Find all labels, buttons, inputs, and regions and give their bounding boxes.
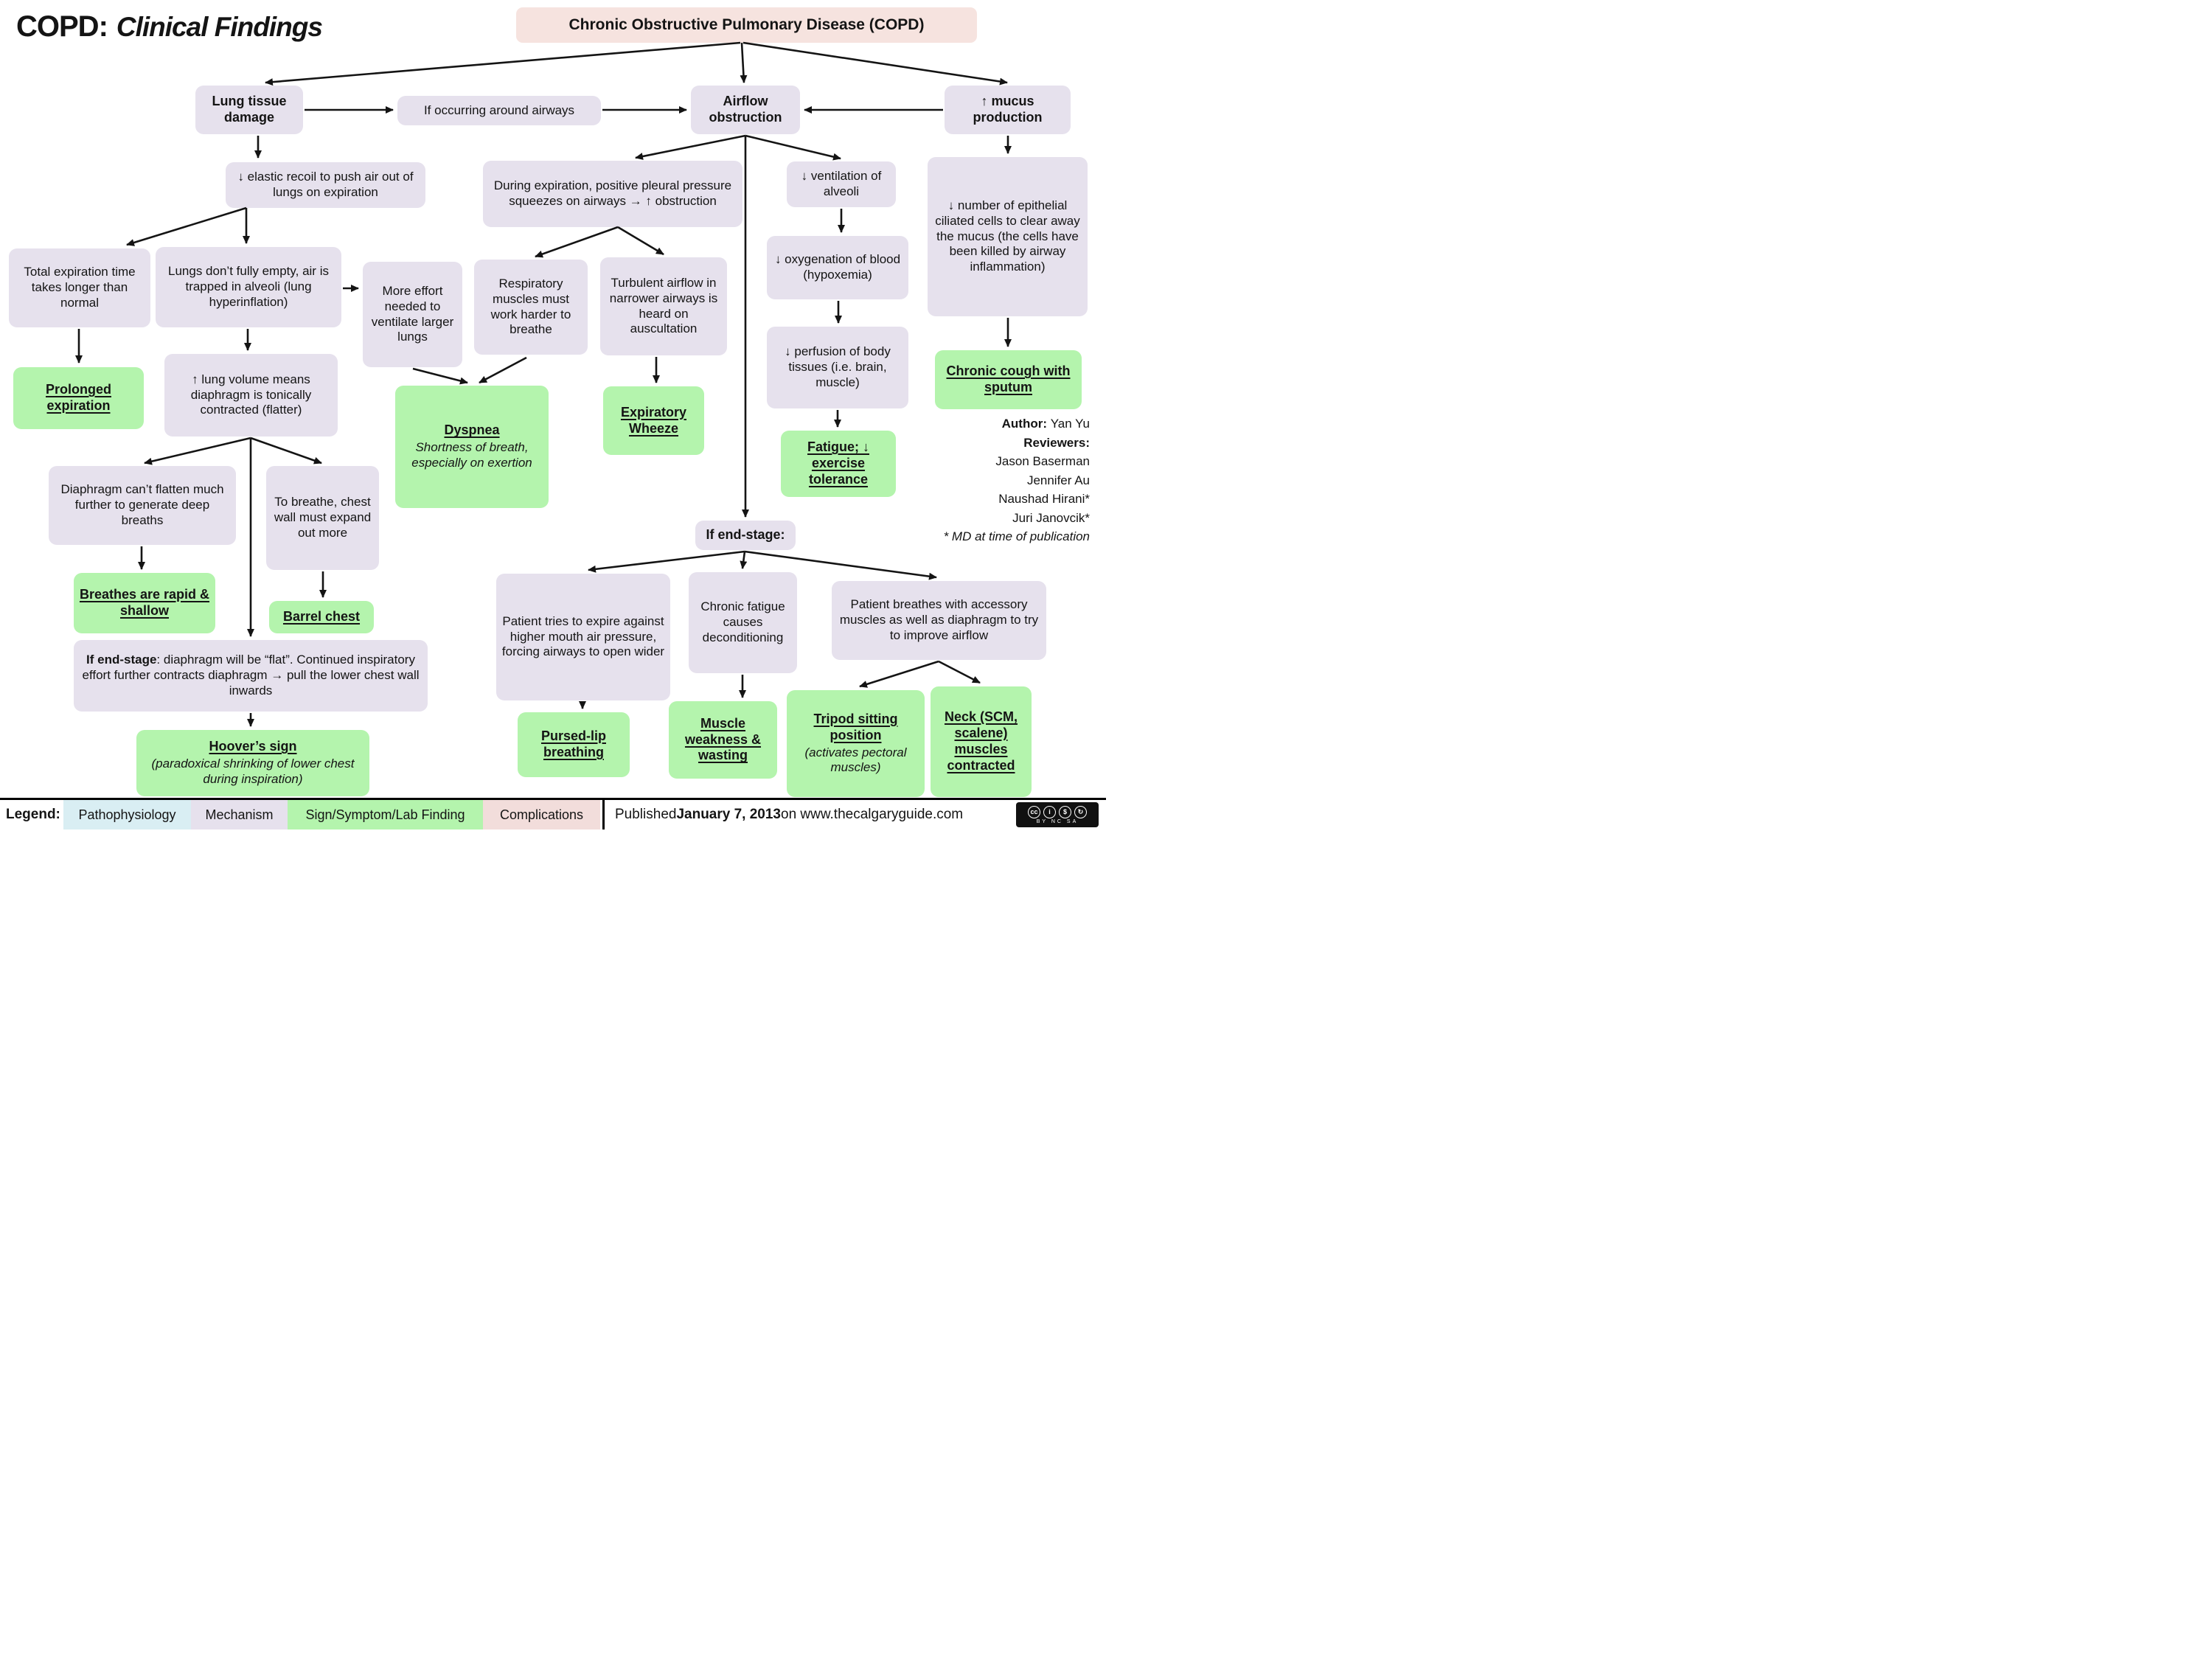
node-hoovers-sign-subtitle: (paradoxical shrinking of lower chest du… [151, 757, 355, 786]
arrow [412, 367, 468, 385]
node-hoovers-sign-title: Hoover’s sign [209, 739, 297, 754]
node-patient-tries-to-expire: Patient tries to expire against higher m… [496, 574, 670, 700]
node-total-expiration-time: Total expiration time takes longer than … [9, 248, 150, 327]
node-if-end-stage: If end-stage: [695, 521, 796, 550]
node-ventilation-of-alveoli: ↓ ventilation of alveoli [787, 161, 896, 207]
page-title-sub: Clinical Findings [116, 12, 323, 42]
reviewer-name: Juri Janovcik* [1012, 510, 1090, 525]
node-more-effort: More effort needed to ventilate larger l… [363, 262, 462, 367]
node-dyspnea: Dyspnea Shortness of breath, especially … [395, 386, 549, 508]
published-prefix: Published [615, 807, 677, 822]
arrow [742, 41, 1008, 86]
node-chronic-cough-sputum: Chronic cough with sputum [935, 350, 1082, 409]
node-pursed-lip-breathing: Pursed-lip breathing [518, 712, 630, 777]
page-title: COPD: Clinical Findings [16, 10, 323, 44]
page-title-main: COPD: [16, 10, 108, 43]
node-end-stage-rest: : diaphragm will be “flat”. Continued in… [82, 653, 420, 698]
node-lung-tissue-damage: Lung tissue damage [195, 86, 303, 134]
reviewer-name: Jennifer Au [1026, 473, 1090, 487]
node-tripod-sitting-position: Tripod sitting position (activates pecto… [787, 690, 925, 797]
author-line: Author: Yan Yu [942, 414, 1090, 434]
node-prolonged-expiration: Prolonged expiration [13, 367, 144, 429]
arrow [740, 42, 748, 83]
node-barrel-chest: Barrel chest [269, 601, 374, 633]
arrow [126, 206, 247, 246]
arrow [265, 41, 741, 86]
cc-license-badge: cc i $ ↻ BY NC SA [1016, 802, 1099, 827]
node-expiratory-wheeze: Expiratory Wheeze [603, 386, 704, 455]
node-oxygenation-of-blood: ↓ oxygenation of blood (hypoxemia) [767, 236, 908, 299]
node-perfusion-body-tissues: ↓ perfusion of body tissues (i.e. brain,… [767, 327, 908, 408]
published-text: Published January 7, 2013 on www.thecalg… [615, 800, 963, 830]
copd-header-box: Chronic Obstructive Pulmonary Disease (C… [516, 7, 977, 43]
arrow [859, 660, 939, 688]
node-chronic-fatigue-deconditioning: Chronic fatigue causes deconditioning [689, 572, 797, 673]
reviewer-name: Naushad Hirani* [998, 492, 1090, 506]
legend-item-complications: Complications [483, 800, 600, 830]
arrow [535, 226, 619, 258]
node-breathes-rapid-shallow: Breathes are rapid & shallow [74, 573, 215, 633]
node-to-breathe-chest-wall: To breathe, chest wall must expand out m… [266, 466, 379, 570]
node-lungs-dont-fully-empty: Lungs don’t fully empty, air is trapped … [156, 247, 341, 327]
reviewers-label: Reviewers: [1023, 435, 1090, 450]
node-end-stage-flat-diaphragm-text: If end-stage: diaphragm will be “flat”. … [78, 653, 423, 698]
author-name: Yan Yu [1050, 417, 1090, 431]
node-epithelial-ciliated-cells: ↓ number of epithelial ciliated cells to… [928, 157, 1088, 316]
node-end-stage-bold: If end-stage [86, 653, 157, 667]
node-dyspnea-subtitle: Shortness of breath, especially on exert… [411, 440, 532, 470]
cc-sa-icon: ↻ [1074, 805, 1087, 818]
node-end-stage-flat-diaphragm: If end-stage: diaphragm will be “flat”. … [74, 640, 428, 712]
node-diaphragm-cant-flatten: Diaphragm can’t flatten much further to … [49, 466, 236, 545]
node-if-occurring-around-airways: If occurring around airways [397, 96, 601, 125]
node-neck-muscles-contracted: Neck (SCM, scalene) muscles contracted [931, 686, 1032, 797]
node-during-expiration: During expiration, positive pleural pres… [483, 161, 742, 227]
author-label: Author: [1001, 417, 1051, 431]
arrow [588, 550, 745, 573]
cc-license-labels: BY NC SA [1036, 818, 1079, 824]
published-date: January 7, 2013 [676, 807, 781, 822]
node-tripod-title: Tripod sitting position [813, 711, 898, 742]
cc-by-icon: i [1043, 805, 1056, 818]
author-footnote: * MD at time of publication [943, 529, 1090, 543]
node-tripod-subtitle: (activates pectoral muscles) [804, 745, 907, 775]
node-airflow-obstruction: Airflow obstruction [691, 86, 800, 134]
arrow [635, 134, 746, 160]
author-block: Author: Yan Yu Reviewers: Jason Baserman… [942, 414, 1090, 546]
node-mucus-production: ↑ mucus production [945, 86, 1071, 134]
node-lung-volume-diaphragm: ↑ lung volume means diaphragm is tonical… [164, 354, 338, 437]
legend-label: Legend: [6, 807, 60, 822]
published-suffix: on www.thecalgaryguide.com [781, 807, 964, 822]
copd-clinical-findings-diagram: COPD: Clinical Findings Chronic Obstructi… [0, 0, 1106, 830]
arrow [144, 437, 251, 465]
arrow [617, 226, 664, 256]
arrow [938, 660, 981, 684]
node-elastic-recoil: ↓ elastic recoil to push air out of lung… [226, 162, 425, 208]
node-hoovers-sign: Hoover’s sign (paradoxical shrinking of … [136, 730, 369, 796]
legend-item-sign-symptom: Sign/Symptom/Lab Finding [288, 800, 483, 830]
arrow [745, 134, 841, 161]
arrow [250, 437, 322, 465]
node-turbulent-airflow: Turbulent airflow in narrower airways is… [600, 257, 727, 355]
node-respiratory-muscles: Respiratory muscles must work harder to … [474, 260, 588, 355]
legend-divider [602, 800, 605, 830]
legend-item-pathophysiology: Pathophysiology [63, 800, 191, 830]
node-patient-breathes-accessory: Patient breathes with accessory muscles … [832, 581, 1046, 660]
cc-icon-row: cc i $ ↻ [1028, 805, 1087, 818]
legend-item-mechanism: Mechanism [191, 800, 288, 830]
cc-icon: cc [1028, 805, 1040, 818]
arrow [479, 356, 527, 384]
legend-bar: Legend: Pathophysiology Mechanism Sign/S… [0, 798, 1106, 830]
reviewer-name: Jason Baserman [995, 454, 1090, 468]
arrow [740, 551, 748, 569]
node-muscle-weakness-wasting: Muscle weakness & wasting [669, 701, 777, 779]
cc-nc-icon: $ [1059, 805, 1071, 818]
node-fatigue-exercise-tolerance: Fatigue; ↓ exercise tolerance [781, 431, 896, 497]
node-dyspnea-title: Dyspnea [444, 422, 500, 438]
